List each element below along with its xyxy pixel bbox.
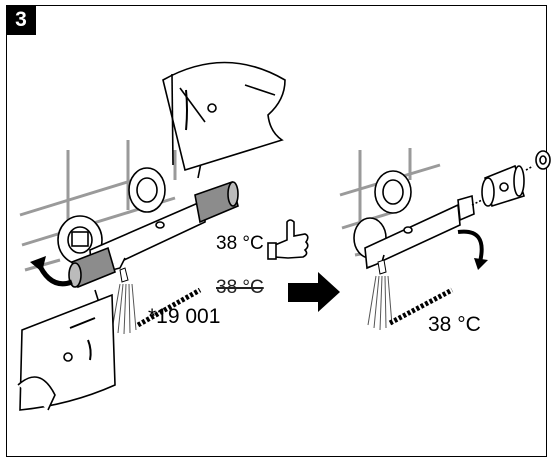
right-scene — [339, 148, 551, 331]
thumbs-up-icon — [267, 219, 309, 260]
thermometer-right — [388, 287, 454, 326]
rotate-arrow-icon — [457, 229, 484, 263]
temperature-label-crossed: 38 °C — [216, 277, 264, 298]
arrow-right-icon — [288, 272, 340, 312]
water-spray-right — [367, 259, 393, 331]
removed-handle — [471, 150, 551, 208]
thermometer-left — [136, 287, 202, 328]
left-scene — [17, 61, 286, 411]
grey-handles — [68, 180, 239, 289]
callout-bottom — [17, 289, 116, 411]
step-number-badge: 3 — [6, 5, 36, 35]
water-spray-left — [111, 267, 137, 335]
right-valve — [128, 167, 166, 213]
thermostat-body-right — [364, 194, 475, 270]
part-number-label: *19 001 — [148, 305, 221, 328]
temperature-label-correct: 38 °C — [216, 233, 264, 254]
callout-top — [162, 61, 286, 179]
temperature-label-result: 38 °C — [428, 313, 481, 336]
